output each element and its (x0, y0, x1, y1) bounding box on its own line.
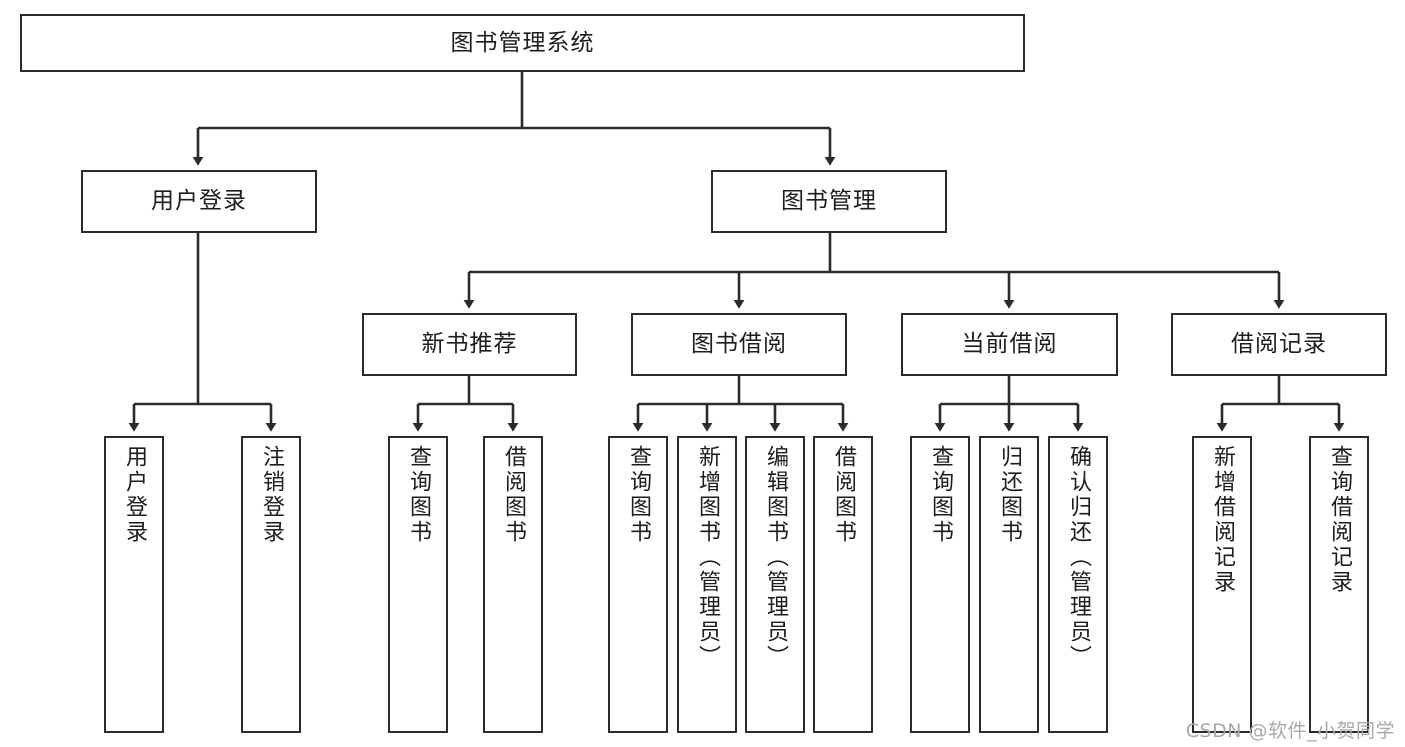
node-book-management[interactable]: 图书管理 (711, 170, 947, 233)
node-current-borrow[interactable]: 当前借阅 (901, 313, 1118, 376)
node-root-label: 图书管理系统 (450, 29, 595, 56)
node-user-login[interactable]: 用户登录 (81, 170, 317, 233)
leaf-current-borrow-return-label: 归还图书 (997, 445, 1022, 545)
leaf-current-borrow-confirm-label: 确认归还（管理员） (1066, 445, 1091, 670)
node-book-management-label: 图书管理 (781, 188, 877, 215)
leaf-borrow-record-query-label: 查询借阅记录 (1327, 445, 1352, 595)
node-borrow-record[interactable]: 借阅记录 (1171, 313, 1387, 376)
leaf-user-login-signin[interactable]: 用户登录 (104, 436, 164, 733)
node-root[interactable]: 图书管理系统 (20, 14, 1025, 72)
leaf-book-borrow-add-label: 新增图书（管理员） (695, 445, 720, 670)
node-book-borrow[interactable]: 图书借阅 (631, 313, 847, 376)
leaf-book-borrow-lend[interactable]: 借阅图书 (813, 436, 873, 733)
leaf-book-borrow-add[interactable]: 新增图书（管理员） (677, 436, 737, 733)
node-new-book-recommend[interactable]: 新书推荐 (362, 313, 577, 376)
leaf-book-borrow-edit[interactable]: 编辑图书（管理员） (745, 436, 805, 733)
leaf-new-book-borrow-label: 借阅图书 (501, 445, 526, 545)
leaf-borrow-record-add[interactable]: 新增借阅记录 (1192, 436, 1252, 733)
leaf-borrow-record-query[interactable]: 查询借阅记录 (1309, 436, 1369, 733)
node-book-borrow-label: 图书借阅 (691, 331, 787, 358)
leaf-user-login-signout-label: 注销登录 (259, 445, 284, 545)
leaf-user-login-signin-label: 用户登录 (122, 445, 147, 545)
leaf-book-borrow-query[interactable]: 查询图书 (608, 436, 668, 733)
leaf-user-login-signout[interactable]: 注销登录 (241, 436, 301, 733)
leaf-current-borrow-confirm[interactable]: 确认归还（管理员） (1048, 436, 1108, 733)
csdn-watermark: CSDN @软件_小贺同学 (1185, 720, 1395, 742)
leaf-book-borrow-lend-label: 借阅图书 (831, 445, 856, 545)
leaf-new-book-borrow[interactable]: 借阅图书 (483, 436, 543, 733)
node-borrow-record-label: 借阅记录 (1231, 331, 1327, 358)
node-current-borrow-label: 当前借阅 (961, 331, 1058, 358)
leaf-borrow-record-add-label: 新增借阅记录 (1210, 445, 1235, 595)
leaf-current-borrow-query-label: 查询图书 (928, 445, 953, 545)
leaf-new-book-query[interactable]: 查询图书 (388, 436, 448, 733)
leaf-book-borrow-edit-label: 编辑图书（管理员） (763, 445, 788, 670)
node-new-book-recommend-label: 新书推荐 (421, 331, 518, 358)
leaf-book-borrow-query-label: 查询图书 (626, 445, 651, 545)
node-user-login-label: 用户登录 (151, 188, 247, 215)
leaf-current-borrow-query[interactable]: 查询图书 (910, 436, 970, 733)
leaf-current-borrow-return[interactable]: 归还图书 (979, 436, 1039, 733)
leaf-new-book-query-label: 查询图书 (406, 445, 431, 545)
